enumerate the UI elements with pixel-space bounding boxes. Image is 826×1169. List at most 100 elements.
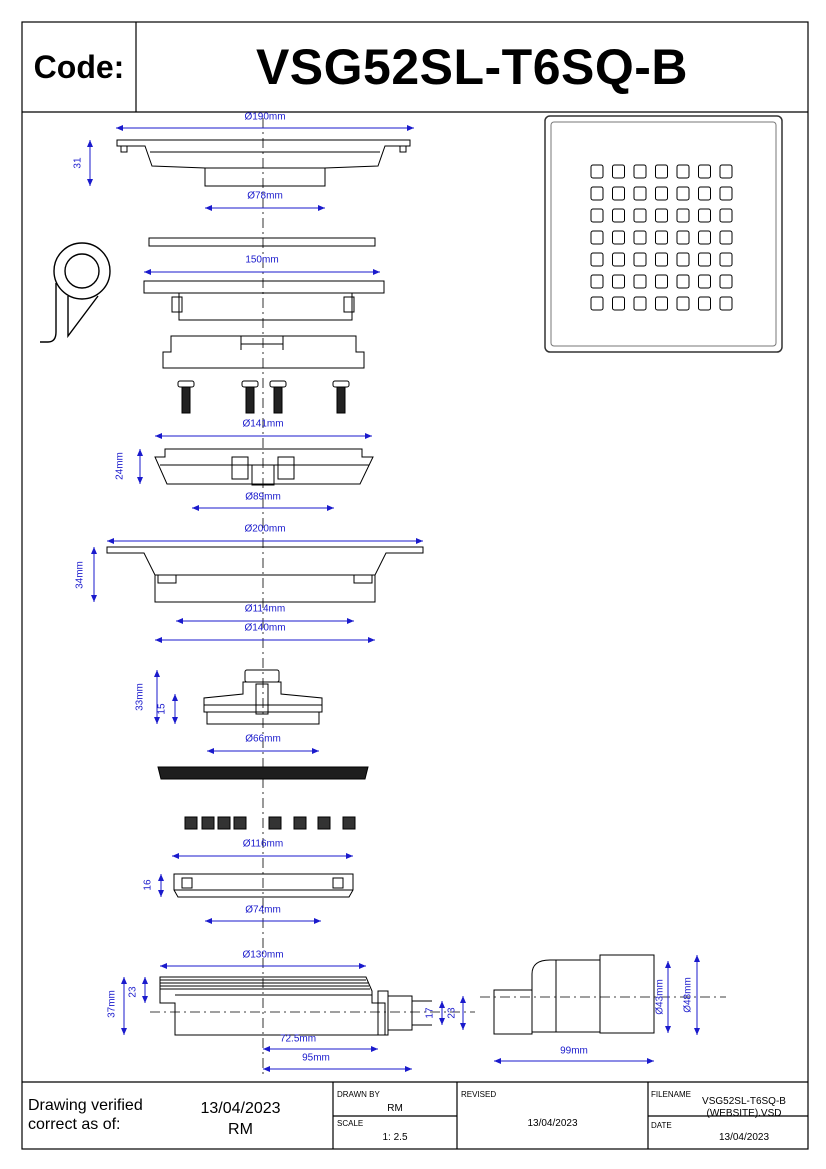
grate-hole <box>676 296 690 311</box>
dimension-label-grate-height: 31 <box>73 157 84 169</box>
dimension-label-grate-spigot-dia: Ø78mm <box>247 191 283 202</box>
dimension-label-clamp-dia: Ø141mm <box>242 419 283 430</box>
verified-label-line2: correct as of: <box>28 1116 121 1133</box>
grate-hole <box>633 252 647 267</box>
grate-hole <box>655 296 668 311</box>
grate-hole <box>612 164 625 179</box>
dimension-label-ring-height: 16 <box>143 879 154 891</box>
dimension-label-outlet-17: 17 <box>425 1007 436 1019</box>
scale-label: SCALE <box>337 1119 364 1128</box>
grate-hole <box>612 230 625 245</box>
grate-hole <box>676 208 690 223</box>
code-label: Code: <box>33 48 125 85</box>
grate-hole <box>698 296 711 311</box>
grate-hole <box>676 252 690 267</box>
hook-tool <box>40 242 111 343</box>
grate-side-view <box>116 139 411 187</box>
grate-hole <box>633 230 647 245</box>
grate-hole <box>698 252 711 267</box>
retaining-ring <box>173 873 354 898</box>
grate-hole <box>655 164 668 179</box>
grate-hole <box>633 296 647 311</box>
tile-plate <box>148 237 376 247</box>
filename-line1: VSG52SL-T6SQ-B <box>702 1096 786 1107</box>
grate-hole <box>590 230 604 245</box>
grate-hole <box>590 296 604 311</box>
dimension-label-trap-dia: Ø66mm <box>245 734 281 745</box>
dimension-label-clamp-inner-dia: Ø89mm <box>245 492 281 503</box>
dimension-label-grate-dia: Ø190mm <box>244 112 285 123</box>
grate-hole <box>719 274 733 289</box>
dimension-label-flange-inner-dia: Ø114mm <box>245 604 285 615</box>
grate-hole <box>633 274 647 289</box>
scale-value: 1: 2.5 <box>382 1132 408 1143</box>
grate-hole <box>633 164 647 179</box>
grate-hole <box>612 186 625 201</box>
grate-hole <box>633 186 647 201</box>
dimension-label-flange-outer-dia: Ø140mm <box>244 623 285 634</box>
clamp-ring <box>154 448 374 486</box>
screws <box>177 380 350 414</box>
grate-hole <box>590 208 604 223</box>
grate-hole <box>719 186 733 201</box>
verified-by: RM <box>228 1121 253 1138</box>
dimension-label-flange-height: 34mm <box>75 561 86 589</box>
grate-hole <box>655 274 668 289</box>
filename-label: FILENAME <box>651 1090 692 1099</box>
grate-hole <box>676 186 690 201</box>
grate-hole <box>719 252 733 267</box>
grate-hole <box>698 230 711 245</box>
grate-hole <box>590 164 604 179</box>
dimension-label-clamp-height: 24mm <box>115 452 126 480</box>
grate-hole <box>590 274 604 289</box>
product-code: VSG52SL-T6SQ-B <box>255 39 689 95</box>
grate-hole <box>655 186 668 201</box>
verified-label: Drawing verified correct as of: <box>28 1096 178 1134</box>
dimension-label-adaptor-48: Ø48mm <box>683 977 694 1013</box>
grate-hole <box>590 186 604 201</box>
grate-hole <box>612 296 625 311</box>
verified-label-line1: Drawing verified <box>28 1097 143 1114</box>
drawn-by-label: DRAWN BY <box>337 1090 380 1099</box>
grate-hole <box>719 208 733 223</box>
grate-hole <box>698 208 711 223</box>
flange <box>106 546 424 603</box>
dimension-lines <box>87 125 700 1072</box>
grate-hole <box>655 230 668 245</box>
grate-hole <box>676 164 690 179</box>
grate-hole <box>719 296 733 311</box>
grate-hole <box>655 208 668 223</box>
revised-label: REVISED <box>461 1090 497 1099</box>
grate-top-view <box>544 115 783 353</box>
drain-body <box>159 976 432 1036</box>
grate-hole <box>633 208 647 223</box>
frame <box>21 21 809 1150</box>
grate-hole <box>719 164 733 179</box>
grate-hole <box>612 274 625 289</box>
grate-hole <box>698 164 711 179</box>
dimension-label-adaptor-length: 99mm <box>560 1046 588 1057</box>
dimension-label-body-height: 37mm <box>107 990 118 1018</box>
grate-hole <box>612 208 625 223</box>
dimension-label-body-dia: Ø130mm <box>242 950 283 961</box>
dimension-label-flange-dia: Ø200mm <box>244 524 285 535</box>
filename-line2: (WEBSITE).VSD <box>706 1108 782 1119</box>
grate-hole <box>698 274 711 289</box>
grate-hole <box>698 186 711 201</box>
grate-hole <box>676 230 690 245</box>
outlet-adaptor <box>493 954 655 1035</box>
drawn-by: RM <box>387 1103 403 1114</box>
verified-date: 13/04/2023 <box>200 1100 281 1117</box>
dimension-label-outlet-23: 23 <box>447 1007 458 1019</box>
grate-hole <box>719 230 733 245</box>
grate-hole <box>655 252 668 267</box>
dimension-label-trap-height: 33mm <box>135 683 146 711</box>
dimension-label-body-thread: 23 <box>128 986 139 998</box>
dimension-label-plate-width: 150mm <box>245 255 278 266</box>
dimension-label-outlet-95: 95mm <box>302 1053 330 1064</box>
dimension-label-ring-dia: Ø116mm <box>243 839 283 850</box>
gasket <box>157 766 369 780</box>
date-label: DATE <box>651 1121 672 1130</box>
